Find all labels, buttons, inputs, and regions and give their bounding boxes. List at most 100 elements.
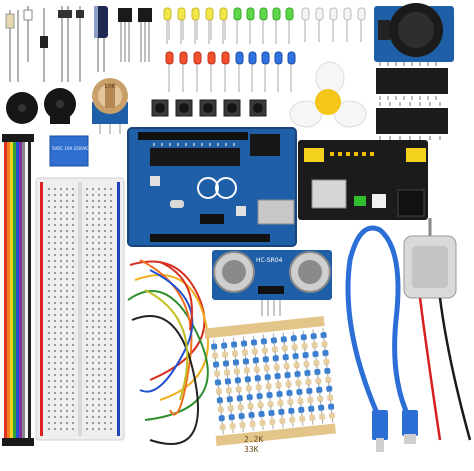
breadboard-hole bbox=[92, 422, 94, 424]
breadboard-hole bbox=[54, 362, 56, 364]
breadboard-hole bbox=[48, 224, 50, 226]
breadboard-hole bbox=[48, 350, 50, 352]
breadboard-hole bbox=[54, 266, 56, 268]
breadboard-hole bbox=[54, 428, 56, 430]
breadboard-hole bbox=[60, 212, 62, 214]
breadboard-hole bbox=[104, 290, 106, 292]
breadboard-hole bbox=[110, 410, 112, 412]
resistor-body bbox=[266, 392, 273, 399]
breadboard-hole bbox=[98, 338, 100, 340]
breadboard-hole bbox=[98, 326, 100, 328]
resistor-body bbox=[328, 412, 336, 419]
resistor-body bbox=[222, 360, 230, 367]
breadboard-hole bbox=[48, 344, 50, 346]
breadboard-hole bbox=[72, 392, 74, 394]
resistor-body bbox=[234, 377, 241, 384]
breadboard-hole bbox=[72, 296, 74, 298]
breadboard-hole bbox=[86, 404, 88, 406]
resistor-body bbox=[269, 418, 276, 426]
breadboard-hole bbox=[54, 188, 56, 190]
breadboard bbox=[35, 177, 125, 441]
breadboard-hole bbox=[86, 254, 88, 256]
breadboard-hole bbox=[48, 200, 50, 202]
resistor-body bbox=[223, 369, 231, 376]
resistor-body bbox=[293, 362, 300, 369]
breadboard-hole bbox=[92, 230, 94, 232]
breadboard-hole bbox=[104, 218, 106, 220]
breadboard-hole bbox=[110, 278, 112, 280]
breadboard-hole bbox=[54, 326, 56, 328]
resistor-body bbox=[280, 336, 287, 343]
breadboard-hole bbox=[72, 326, 74, 328]
breadboard-hole bbox=[98, 308, 100, 310]
breadboard-hole bbox=[72, 302, 74, 304]
breadboard-hole bbox=[54, 392, 56, 394]
potentiometer: 10K bbox=[92, 78, 128, 134]
breadboard-hole bbox=[92, 236, 94, 238]
breadboard-hole bbox=[104, 242, 106, 244]
breadboard-hole bbox=[54, 284, 56, 286]
breadboard-hole bbox=[60, 308, 62, 310]
resistor-body bbox=[300, 334, 307, 341]
breadboard-hole bbox=[86, 368, 88, 370]
breadboard-hole bbox=[54, 272, 56, 274]
resistor-body bbox=[255, 384, 262, 391]
breadboard-hole bbox=[86, 356, 88, 358]
breadboard-hole bbox=[110, 428, 112, 430]
resistor-body bbox=[238, 413, 245, 420]
resistor-body bbox=[286, 389, 293, 397]
breadboard-hole bbox=[92, 320, 94, 322]
breadboard-hole bbox=[110, 362, 112, 364]
breadboard-hole bbox=[98, 392, 100, 394]
breadboard-hole bbox=[110, 230, 112, 232]
breadboard-hole bbox=[66, 272, 68, 274]
breadboard-hole bbox=[104, 410, 106, 412]
resistor-body bbox=[303, 360, 310, 368]
breadboard-hole bbox=[86, 236, 88, 238]
breadboard-hole bbox=[72, 218, 74, 220]
resistor-body bbox=[310, 333, 317, 340]
resistor-body bbox=[315, 377, 322, 385]
breadboard-hole bbox=[54, 236, 56, 238]
resistor-body bbox=[230, 341, 238, 348]
breadboard-hole bbox=[60, 200, 62, 202]
resistor-body bbox=[257, 402, 264, 409]
breadboard-hole bbox=[48, 380, 50, 382]
breadboard-hole bbox=[86, 410, 88, 412]
breadboard-hole bbox=[86, 422, 88, 424]
breadboard-hole bbox=[110, 356, 112, 358]
breadboard-hole bbox=[66, 296, 68, 298]
breadboard-hole bbox=[86, 200, 88, 202]
resistor-body bbox=[296, 388, 303, 396]
breadboard-hole bbox=[48, 260, 50, 262]
breadboard-hole bbox=[98, 260, 100, 262]
breadboard-hole bbox=[54, 278, 56, 280]
resistor-body bbox=[214, 379, 222, 386]
breadboard-hole bbox=[54, 356, 56, 358]
breadboard-hole bbox=[72, 278, 74, 280]
yellow-leds bbox=[163, 7, 228, 44]
arduino-uno-board bbox=[127, 127, 297, 247]
breadboard-hole bbox=[66, 266, 68, 268]
breadboard-hole bbox=[48, 332, 50, 334]
breadboard-hole bbox=[110, 212, 112, 214]
breadboard-hole bbox=[86, 278, 88, 280]
breadboard-hole bbox=[66, 284, 68, 286]
breadboard-hole bbox=[104, 266, 106, 268]
breadboard-hole bbox=[48, 320, 50, 322]
breadboard-hole bbox=[98, 200, 100, 202]
resistor-body bbox=[311, 342, 318, 349]
breadboard-hole bbox=[60, 398, 62, 400]
breadboard-hole bbox=[72, 410, 74, 412]
breadboard-hole bbox=[48, 404, 50, 406]
breadboard-hole bbox=[48, 206, 50, 208]
breadboard-hole bbox=[72, 194, 74, 196]
breadboard-hole bbox=[72, 422, 74, 424]
breadboard-hole bbox=[92, 380, 94, 382]
breadboard-hole bbox=[66, 398, 68, 400]
breadboard-hole bbox=[92, 350, 94, 352]
breadboard-hole bbox=[60, 284, 62, 286]
breadboard-hole bbox=[48, 290, 50, 292]
resistor-body bbox=[212, 352, 219, 359]
ultrasonic-sensor: HC-SR04 bbox=[212, 250, 332, 316]
